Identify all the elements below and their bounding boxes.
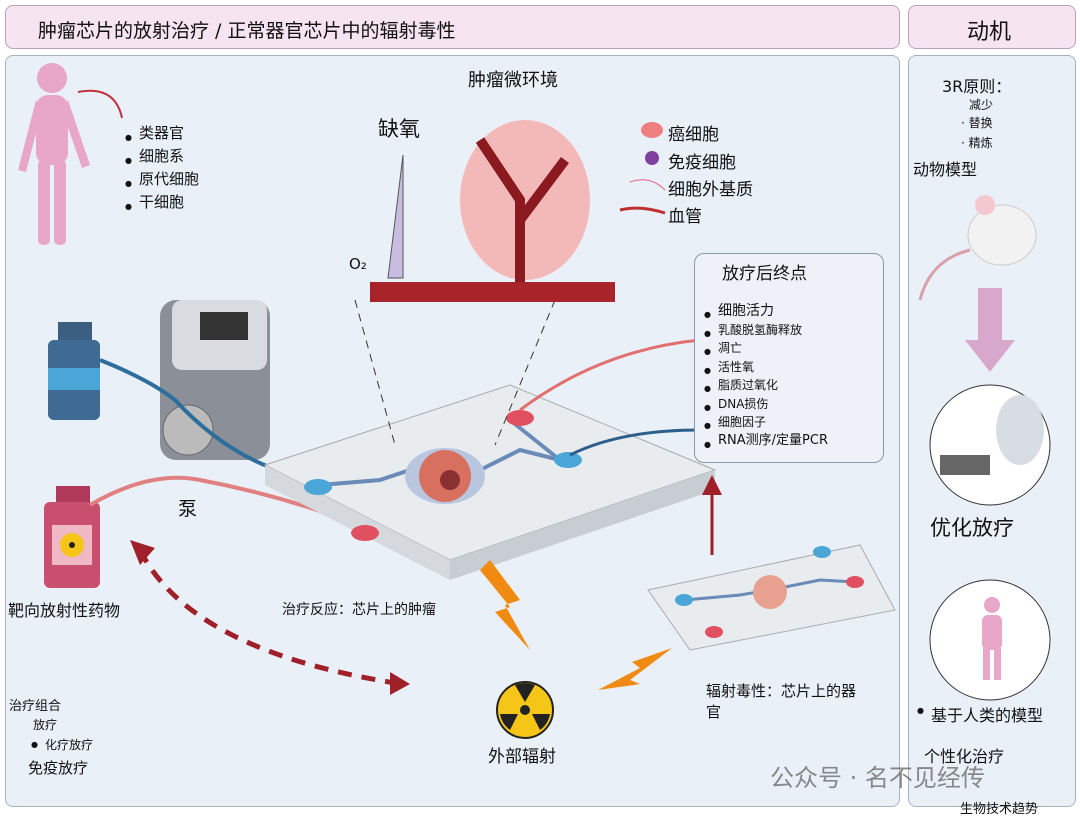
external-radiation-label: 外部辐射	[488, 747, 556, 767]
o2-label: O₂	[349, 255, 367, 273]
combo-item: 放疗	[33, 718, 58, 732]
motivation-title: 动机	[967, 20, 1012, 45]
rule-item: · 替换	[961, 116, 993, 130]
pump-label: 泵	[178, 498, 198, 520]
rule-item: · 精炼	[961, 136, 993, 150]
endpoint-item: 细胞因子	[704, 413, 828, 435]
endpoints-list: 细胞活力 乳酸脱氢酶释放 凋亡 活性氧 脂质过氧化 DNA损伤 细胞因子 RNA…	[704, 302, 828, 454]
main-title: 肿瘤芯片的放射治疗 / 正常器官芯片中的辐射毒性	[38, 20, 456, 42]
model-list: 类器官 细胞系 原代细胞 干细胞	[125, 122, 199, 218]
legend-icons	[619, 122, 666, 215]
tumor-chip-icon	[263, 384, 717, 580]
human-silhouette-icon	[18, 63, 90, 245]
tumor-microenvironment-icon	[370, 120, 615, 302]
arrow-icon	[77, 89, 123, 119]
oxygen-gradient-icon	[387, 154, 404, 279]
combo-item: 化疗放疗	[31, 736, 93, 753]
pump-icon	[160, 300, 270, 460]
endpoint-item: 脂质过氧化	[704, 376, 828, 398]
model-item: 干细胞	[125, 191, 199, 218]
drug-label: 靶向放射性药物	[8, 601, 121, 620]
optimize-label: 优化放疗	[930, 516, 1014, 540]
animal-model-label: 动物模型	[913, 160, 978, 179]
main-header: 肿瘤芯片的放射治疗 / 正常器官芯片中的辐射毒性	[5, 5, 900, 49]
legend-ecm: 细胞外基质	[668, 180, 753, 200]
endpoint-item: DNA损伤	[704, 395, 828, 417]
three-r-title: 3R原则：	[942, 77, 1012, 96]
human-model-list: 基于人类的模型	[917, 702, 1043, 726]
mouse-icon	[918, 195, 1037, 301]
rule-item: 减少	[969, 98, 994, 112]
source-label: 生物技术趋势	[960, 802, 1039, 817]
endpoint-item: 细胞活力	[704, 302, 828, 324]
organ-chip-icon	[647, 544, 896, 651]
model-item: 细胞系	[125, 145, 199, 172]
model-item: 原代细胞	[125, 168, 199, 195]
drug-bottle-icon	[48, 322, 100, 420]
radiation-bolt-icon	[598, 648, 672, 690]
motivation-header: 动机	[908, 5, 1076, 49]
personalized-label: 个性化治疗	[924, 747, 1005, 766]
tumor-chip-label: 治疗反应：芯片上的肿瘤	[282, 602, 436, 618]
endpoint-item: 活性氧	[704, 358, 828, 380]
radiation-symbol-icon	[496, 681, 554, 739]
model-item: 类器官	[125, 122, 199, 149]
endpoints-box: 放疗后终点 细胞活力 乳酸脱氢酶释放 凋亡 活性氧 脂质过氧化 DNA损伤 细胞…	[694, 253, 884, 463]
human-model-label: 基于人类的模型	[917, 702, 1043, 726]
legend-immune-cell: 免疫细胞	[668, 153, 736, 173]
radioactive-drug-bottle-icon	[44, 486, 100, 588]
combo-title: 治疗组合	[9, 699, 62, 714]
hypoxia-label: 缺氧	[378, 117, 420, 141]
legend-cancer-cell: 癌细胞	[668, 125, 719, 145]
radiation-bolt-icon	[480, 560, 530, 650]
organ-chip-label: 辐射毒性：芯片上的器官	[706, 682, 857, 721]
tme-title: 肿瘤微环境	[468, 70, 558, 91]
watermark: 公众号 · 名不见经传	[770, 764, 985, 792]
endpoint-item: 凋亡	[704, 339, 828, 361]
endpoints-title: 放疗后终点	[722, 264, 807, 284]
endpoint-item: 乳酸脱氢酶释放	[704, 321, 828, 343]
endpoint-item: RNA测序/定量PCR	[704, 432, 828, 454]
down-arrow-icon	[965, 288, 1015, 372]
legend-vessel: 血管	[668, 207, 702, 227]
immuno-label: 免疫放疗	[28, 759, 89, 777]
combo-list: 化疗放疗	[31, 736, 93, 753]
